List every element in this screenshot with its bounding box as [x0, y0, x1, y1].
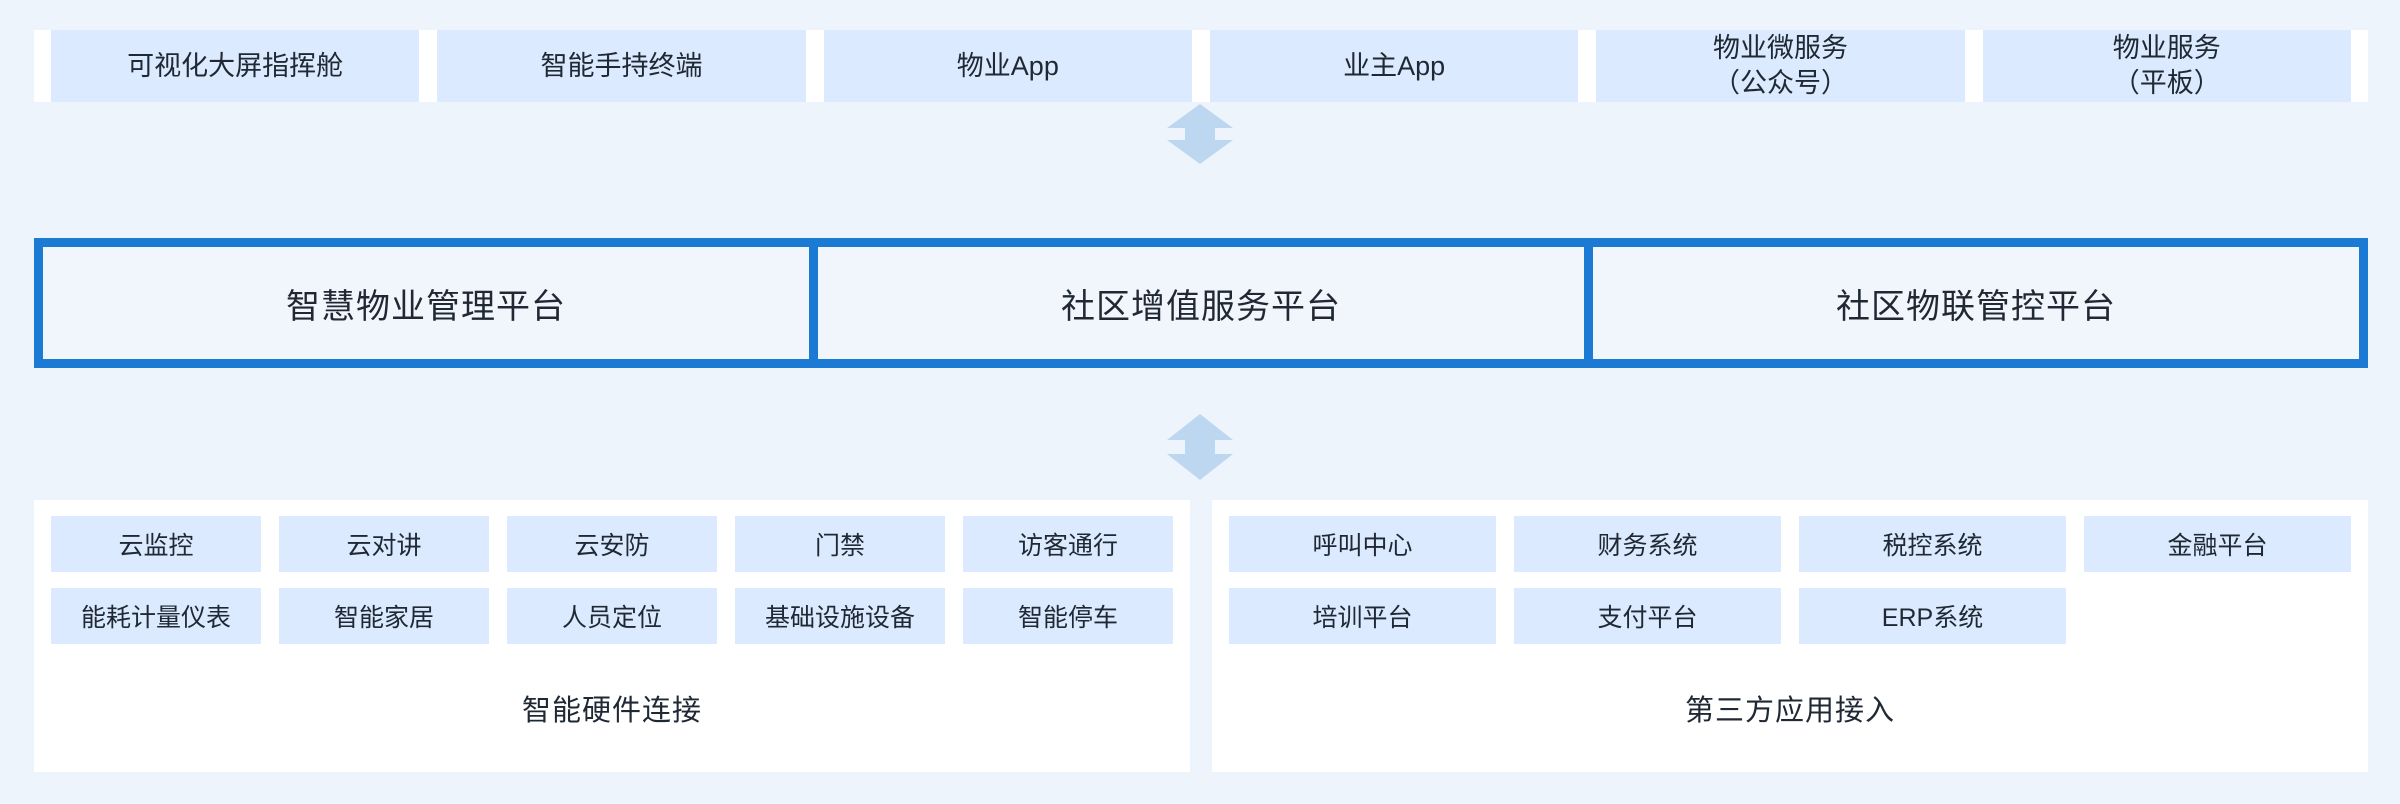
terminal-card[interactable]: 智能手持终端	[437, 30, 806, 102]
terminal-card[interactable]: 可视化大屏指挥舱	[51, 30, 420, 102]
terminal-card-label: 业主App	[1343, 50, 1446, 81]
hardware-item[interactable]: 云安防	[507, 516, 717, 572]
hardware-item[interactable]: 智能家居	[279, 588, 489, 644]
platform-card-value-added[interactable]: 社区增值服务平台	[818, 247, 1584, 359]
hardware-item-label: 智能停车	[1017, 604, 1118, 632]
terminal-card-sublabel: （公众号）	[1712, 68, 1848, 98]
thirdparty-item-placeholder	[2084, 588, 2351, 644]
hardware-item-label: 门禁	[814, 532, 865, 560]
terminal-card[interactable]: 物业微服务 （公众号）	[1596, 30, 1965, 102]
hardware-item[interactable]: 能耗计量仪表	[51, 588, 261, 644]
hardware-panel: 云监控 云对讲 云安防 门禁 访客通行 能耗计量仪表 智能家居 人员定位 基础设…	[34, 500, 1190, 772]
hardware-item[interactable]: 人员定位	[507, 588, 717, 644]
platform-layer-band: 智慧物业管理平台 社区增值服务平台 社区物联管控平台	[34, 238, 2368, 368]
platform-card-label: 社区增值服务平台	[1061, 287, 1341, 326]
thirdparty-item[interactable]: 呼叫中心	[1229, 516, 1496, 572]
platform-card-label: 社区物联管控平台	[1836, 287, 2116, 326]
thirdparty-item-label: 金融平台	[2167, 532, 2268, 560]
hardware-panel-caption: 智能硬件连接	[51, 644, 1173, 772]
thirdparty-item-label: 财务系统	[1597, 532, 1698, 560]
terminal-card-label: 物业服务	[2112, 33, 2221, 64]
terminal-card[interactable]: 物业服务 （平板）	[1982, 30, 2351, 102]
thirdparty-panel: 呼叫中心 财务系统 税控系统 金融平台 培训平台 支付平台 ERP系统 第三方应…	[1212, 500, 2368, 772]
thirdparty-panel-caption: 第三方应用接入	[1229, 644, 2351, 772]
thirdparty-item-label: 培训平台	[1312, 604, 1413, 632]
thirdparty-item-label: 呼叫中心	[1312, 532, 1413, 560]
terminal-card-sublabel: （平板）	[2112, 68, 2221, 98]
terminal-card[interactable]: 物业App	[823, 30, 1192, 102]
terminal-card[interactable]: 业主App	[1209, 30, 1579, 102]
thirdparty-caption-label: 第三方应用接入	[1684, 695, 1895, 727]
hardware-item-label: 人员定位	[561, 604, 662, 632]
hardware-item[interactable]: 云监控	[51, 516, 261, 572]
thirdparty-item[interactable]: 支付平台	[1514, 588, 1781, 644]
thirdparty-item-grid: 呼叫中心 财务系统 税控系统 金融平台 培训平台 支付平台 ERP系统	[1229, 516, 2351, 644]
hardware-item-grid: 云监控 云对讲 云安防 门禁 访客通行 能耗计量仪表 智能家居 人员定位 基础设…	[51, 516, 1173, 644]
thirdparty-item-label: 税控系统	[1882, 532, 1983, 560]
double-arrow-icon	[1167, 104, 1233, 164]
thirdparty-item[interactable]: 财务系统	[1514, 516, 1781, 572]
hardware-item-label: 云对讲	[346, 532, 422, 560]
terminal-card-label: 智能手持终端	[540, 50, 703, 81]
terminal-card-label: 物业微服务	[1712, 33, 1848, 64]
platform-card-management[interactable]: 智慧物业管理平台	[43, 247, 809, 359]
hardware-item[interactable]: 基础设施设备	[735, 588, 945, 644]
thirdparty-item-label: ERP系统	[1881, 604, 1984, 632]
hardware-caption-label: 智能硬件连接	[521, 695, 702, 727]
thirdparty-item[interactable]: 培训平台	[1229, 588, 1496, 644]
terminal-card-label: 可视化大屏指挥舱	[127, 50, 344, 81]
hardware-item-label: 访客通行	[1017, 532, 1118, 560]
terminal-layer-panel: 可视化大屏指挥舱 智能手持终端 物业App 业主App 物业微服务 （公众号） …	[34, 30, 2368, 102]
hardware-item-label: 基础设施设备	[764, 604, 915, 632]
thirdparty-item-label: 支付平台	[1597, 604, 1698, 632]
hardware-item-label: 云安防	[574, 532, 650, 560]
platform-card-label: 智慧物业管理平台	[286, 287, 566, 326]
double-arrow-icon	[1167, 414, 1233, 480]
hardware-item[interactable]: 访客通行	[963, 516, 1173, 572]
thirdparty-item[interactable]: ERP系统	[1799, 588, 2066, 644]
thirdparty-item[interactable]: 税控系统	[1799, 516, 2066, 572]
terminal-card-label: 物业App	[956, 50, 1059, 81]
bottom-layer-row: 云监控 云对讲 云安防 门禁 访客通行 能耗计量仪表 智能家居 人员定位 基础设…	[34, 500, 2368, 772]
hardware-item[interactable]: 智能停车	[963, 588, 1173, 644]
platform-card-iot[interactable]: 社区物联管控平台	[1593, 247, 2359, 359]
hardware-item[interactable]: 云对讲	[279, 516, 489, 572]
hardware-item-label: 云监控	[118, 532, 194, 560]
hardware-item-label: 智能家居	[333, 604, 434, 632]
hardware-item-label: 能耗计量仪表	[80, 604, 231, 632]
thirdparty-item[interactable]: 金融平台	[2084, 516, 2351, 572]
hardware-item[interactable]: 门禁	[735, 516, 945, 572]
